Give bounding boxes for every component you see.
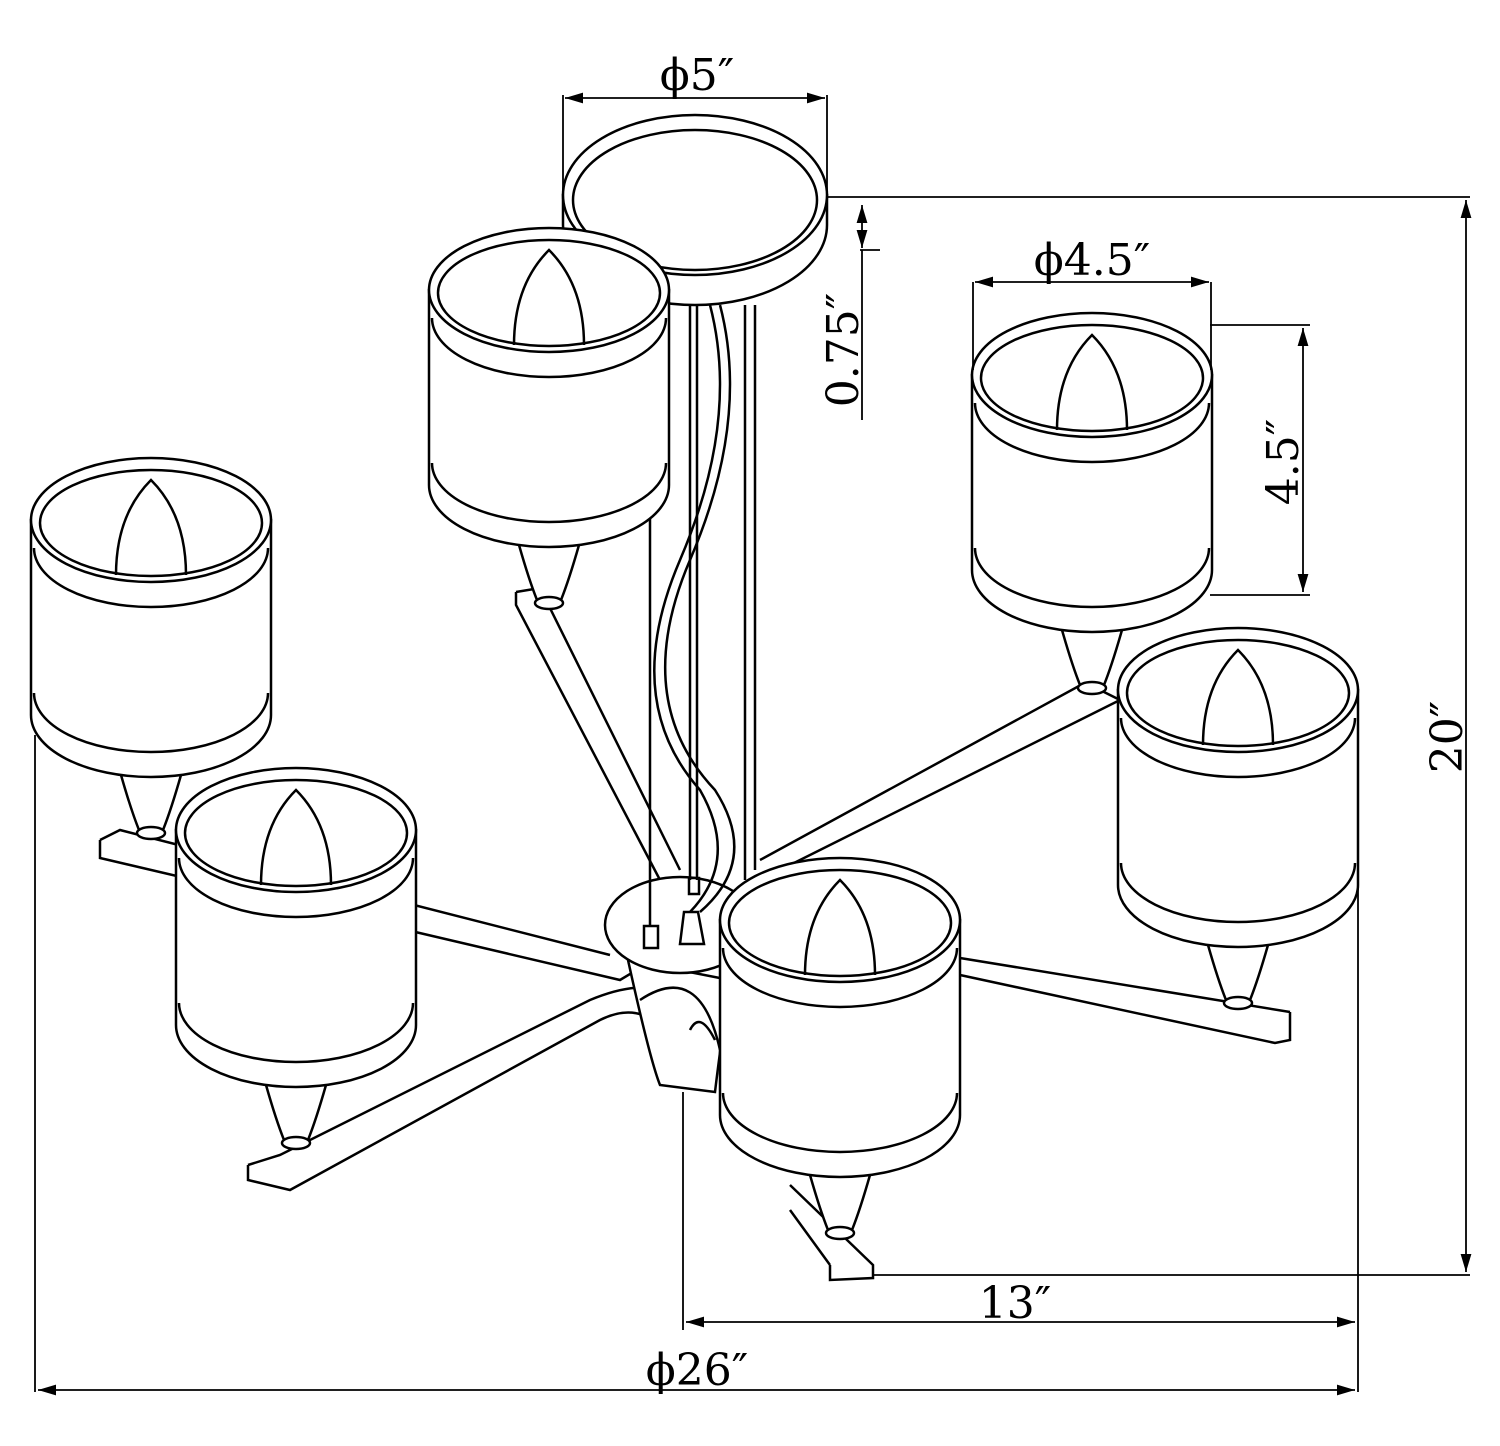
overall-diameter-label: ϕ26″ bbox=[646, 1345, 748, 1396]
radius-label: 13″ bbox=[979, 1278, 1051, 1329]
lamp-shade bbox=[1116, 626, 1360, 1011]
lamp-shade bbox=[970, 311, 1214, 696]
lamp-shade bbox=[718, 856, 962, 1241]
canopy-height-label: 0.75″ bbox=[818, 293, 869, 407]
lamp-shade bbox=[427, 226, 671, 611]
shades bbox=[29, 226, 1360, 1241]
lamp-shade bbox=[29, 456, 273, 841]
arm-back bbox=[514, 586, 682, 881]
arm-right-back bbox=[759, 678, 1123, 872]
shade-diameter-label: ϕ4.5″ bbox=[1034, 235, 1150, 286]
lamp-shade bbox=[174, 766, 418, 1151]
canopy-diameter-label: ϕ5″ bbox=[660, 50, 734, 101]
shade-height-label: 4.5″ bbox=[1258, 419, 1309, 505]
center-hub bbox=[603, 875, 757, 1094]
overall-height-label: 20″ bbox=[1422, 701, 1473, 773]
dimension-lines bbox=[34, 92, 1472, 1396]
